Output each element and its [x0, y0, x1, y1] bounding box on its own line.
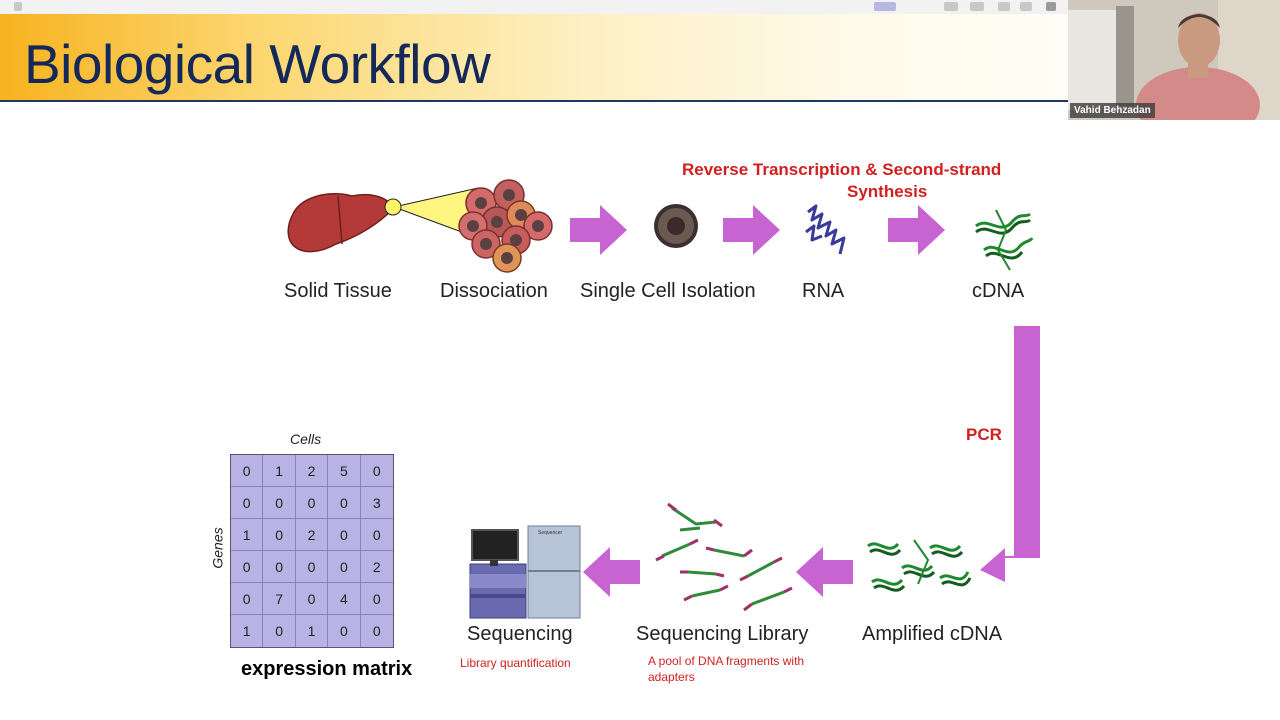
matrix-cell: 0: [328, 551, 361, 583]
flow-arrow: [796, 547, 853, 597]
slide-title: Biological Workflow: [24, 33, 491, 95]
liver-icon: [287, 193, 393, 253]
matrix-cell: 0: [231, 551, 264, 583]
sequencer-icon: [469, 525, 581, 619]
presenter-video[interactable]: Vahid Behzadan: [1068, 0, 1280, 120]
step-label-amplified-cdna: Amplified cDNA: [862, 623, 1003, 645]
step-label-dissociation: Dissociation: [440, 280, 548, 302]
step-label-sequencing-library: Sequencing Library: [636, 623, 809, 645]
amplified-cdna-icon: [867, 539, 972, 592]
matrix-cell: 0: [263, 551, 296, 583]
matrix-cell: 1: [231, 615, 264, 647]
matrix-cell: 0: [231, 583, 264, 615]
synthesis-label: Synthesis: [847, 182, 928, 201]
sequencing-note: Library quantification: [460, 656, 571, 670]
flow-arrow: [888, 205, 945, 255]
matrix-cell: 0: [360, 455, 393, 487]
matrix-caption: expression matrix: [241, 658, 413, 680]
matrix-cell: 0: [263, 487, 296, 519]
step-label-sequencing: Sequencing: [467, 623, 573, 645]
matrix-cell: 2: [295, 519, 329, 551]
step-label-single-cell-isolation: Single Cell Isolation: [580, 280, 756, 302]
matrix-cell: 5: [328, 455, 361, 487]
presenter-video-frame: [1068, 0, 1280, 120]
message-icon[interactable]: [998, 2, 1010, 11]
matrix-cell: 0: [360, 519, 393, 551]
system-menubar: [0, 0, 1280, 14]
step-label-rna: RNA: [802, 280, 845, 302]
matrix-cell: 1: [263, 455, 296, 487]
apple-icon[interactable]: [14, 2, 22, 11]
screen-share-icon[interactable]: [874, 2, 896, 11]
matrix-cell: 0: [360, 583, 393, 615]
flow-arrow: [570, 205, 627, 255]
input-source-icon[interactable]: [1046, 2, 1056, 11]
dissociated-cells: [458, 179, 553, 273]
matrix-cell: 0: [295, 487, 329, 519]
cloud-icon[interactable]: [944, 2, 958, 11]
flow-arrow: [583, 547, 640, 597]
matrix-cell: 0: [372, 623, 381, 639]
matrix-cell: 0: [263, 615, 296, 647]
single-cell-icon: [654, 204, 698, 248]
matrix-cell: 0: [295, 551, 329, 583]
sequencing-library-icon: [655, 502, 793, 612]
step-label-solid-tissue: Solid Tissue: [284, 280, 392, 302]
reverse-transcription-label: Reverse Transcription & Second-strand: [682, 160, 1002, 179]
sequencer-label: Sequencer: [538, 530, 563, 536]
matrix-cell: 0: [328, 487, 361, 519]
matrix-cell: 1: [296, 615, 329, 647]
expression-matrix: 0 1 2 5 0 0 0 0 0 3 1 0 2 0 0 0 0 0 0 2 …: [230, 454, 394, 648]
step-label-cdna: cDNA: [972, 280, 1025, 302]
pcr-label: PCR: [966, 425, 1002, 444]
matrix-cell: 0: [231, 455, 264, 487]
library-note: A pool of DNA fragments with adapters: [648, 654, 805, 684]
matrix-cell: 0: [295, 583, 329, 615]
matrix-cell: 7: [263, 583, 296, 615]
matrix-cell: 0: [328, 615, 361, 647]
cdna-strand-icon: [975, 209, 1034, 271]
matrix-cell: 3: [360, 487, 393, 519]
flow-arrow: [723, 205, 780, 255]
matrix-rows-label: Genes: [209, 527, 226, 569]
matrix-cell: 4: [328, 583, 361, 615]
title-divider: [0, 100, 1068, 102]
cloud-icon[interactable]: [970, 2, 984, 11]
matrix-cell: 1: [231, 519, 264, 551]
matrix-columns-label: Cells: [290, 431, 322, 447]
rna-strand-icon: [805, 204, 846, 255]
pcr-arrow: [980, 326, 1040, 582]
matrix-cell: 0: [328, 519, 361, 551]
matrix-cell: 2: [295, 455, 329, 487]
display-icon[interactable]: [1020, 2, 1032, 11]
matrix-cell: 0: [231, 487, 264, 519]
presenter-name: Vahid Behzadan: [1070, 103, 1155, 118]
matrix-cell: 0: [263, 519, 296, 551]
title-banner: Biological Workflow: [0, 14, 1068, 100]
matrix-cell: 2: [360, 551, 393, 583]
